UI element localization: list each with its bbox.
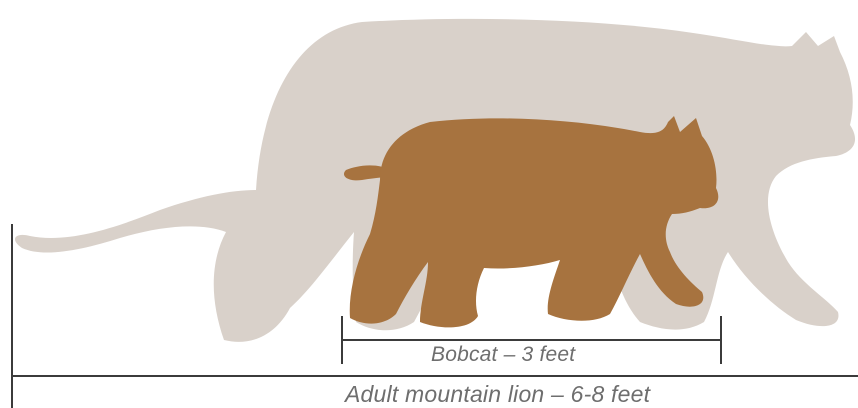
mountain-lion-size-label: Adult mountain lion – 6-8 feet bbox=[345, 381, 650, 408]
bobcat-size-label: Bobcat – 3 feet bbox=[431, 343, 575, 367]
